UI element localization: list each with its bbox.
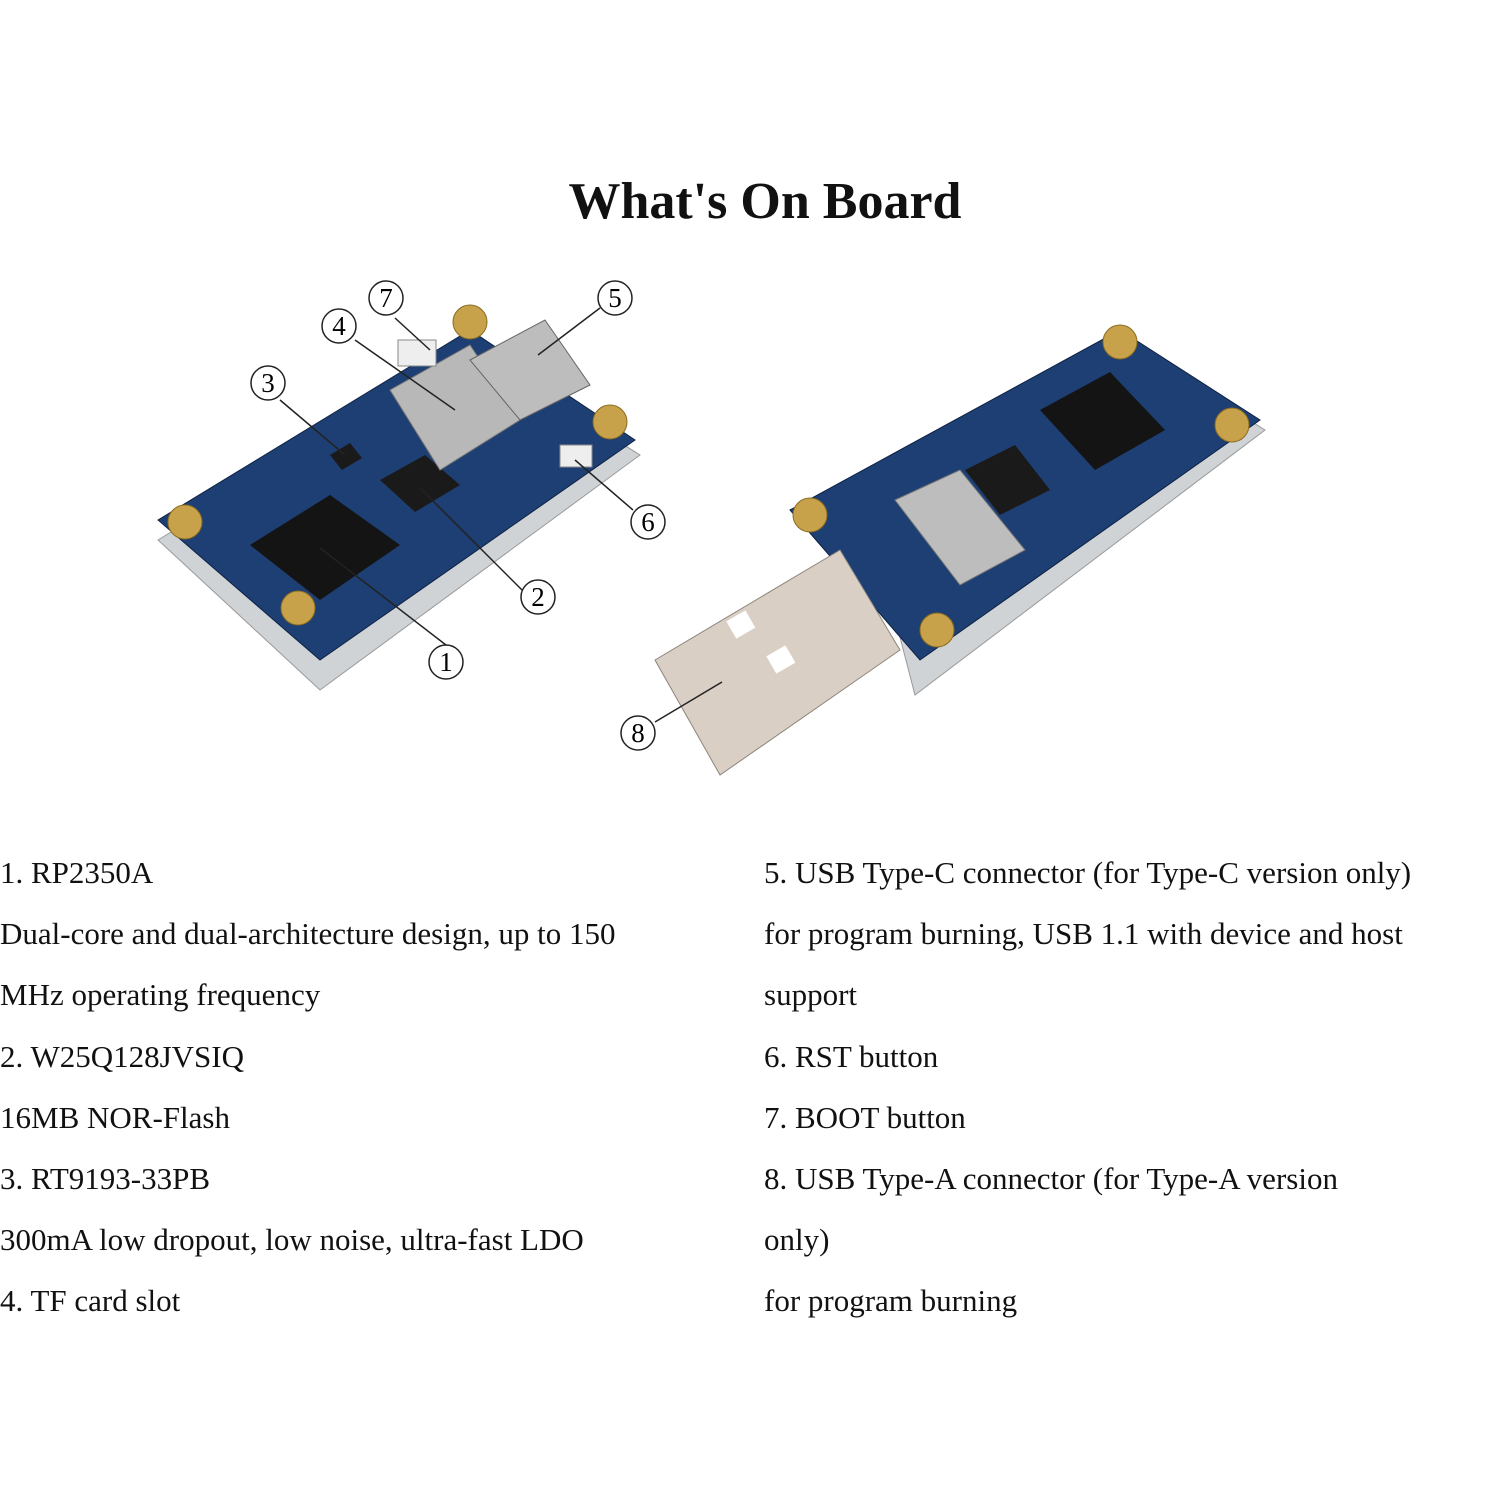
callout-8: 8 (620, 715, 656, 751)
rp2350a-chip (1040, 372, 1165, 470)
list-item: 7. BOOT button (764, 1099, 966, 1135)
callout-number: 5 (608, 283, 622, 313)
callout-5: 5 (597, 280, 633, 316)
callout-7: 7 (368, 280, 404, 316)
flash-chip (965, 445, 1050, 515)
callout-number: 4 (332, 311, 346, 341)
list-item: 4. TF card slot (0, 1283, 181, 1319)
list-item: 16MB NOR-Flash (0, 1099, 230, 1135)
standoffs (167, 304, 628, 626)
callout-3: 3 (250, 365, 286, 401)
callout-number: 7 (379, 283, 393, 313)
ldo-chip (330, 443, 362, 470)
boot-button (397, 339, 437, 367)
board-bottom-view (654, 324, 1266, 776)
tf-slot (894, 469, 1026, 586)
usb-a-hole (726, 610, 756, 639)
list-item: only) (764, 1222, 830, 1258)
rp2350a-chip (250, 495, 400, 600)
list-item: 8. USB Type-A connector (for Type-A vers… (764, 1160, 1338, 1196)
list-item: 1. RP2350A (0, 855, 154, 890)
component-list-right: 5. USB Type-C connector (for Type-C vers… (764, 842, 1411, 1332)
callout-1: 1 (428, 644, 464, 680)
list-item: 6. RST button (764, 1038, 939, 1074)
board-top-view (157, 304, 641, 691)
callout-4: 4 (321, 308, 357, 344)
callout-number: 2 (531, 582, 545, 612)
list-item: support (764, 977, 857, 1013)
usb-a-hole (766, 645, 796, 674)
board-illustration: 1 2 3 4 5 6 7 8 (157, 280, 1266, 776)
list-item: MHz operating frequency (0, 977, 321, 1013)
callout-number: 6 (641, 507, 655, 537)
standoffs (792, 324, 1250, 648)
callout-markers: 1 2 3 4 5 6 7 8 (250, 280, 666, 751)
callout-number: 3 (261, 368, 275, 398)
usb-c-port (469, 319, 591, 421)
list-item: 5. USB Type-C connector (for Type-C vers… (764, 855, 1412, 890)
callout-6: 6 (630, 504, 666, 540)
component-list-left: 1. RP2350A Dual-core and dual-architectu… (0, 842, 615, 1332)
list-item: Dual-core and dual-architecture design, … (0, 916, 616, 952)
list-item: 300mA low dropout, low noise, ultra-fast… (0, 1222, 584, 1258)
list-item: 3. RT9193-33PB (0, 1160, 210, 1196)
list-item: for program burning (764, 1283, 1018, 1319)
rst-button (559, 444, 593, 468)
callout-number: 1 (439, 647, 453, 677)
page-title: What's On Board (568, 173, 962, 230)
list-item: 2. W25Q128JVSIQ (0, 1038, 244, 1074)
list-item: for program burning, USB 1.1 with device… (764, 916, 1403, 952)
callout-2: 2 (520, 579, 556, 615)
callout-number: 8 (631, 718, 645, 748)
